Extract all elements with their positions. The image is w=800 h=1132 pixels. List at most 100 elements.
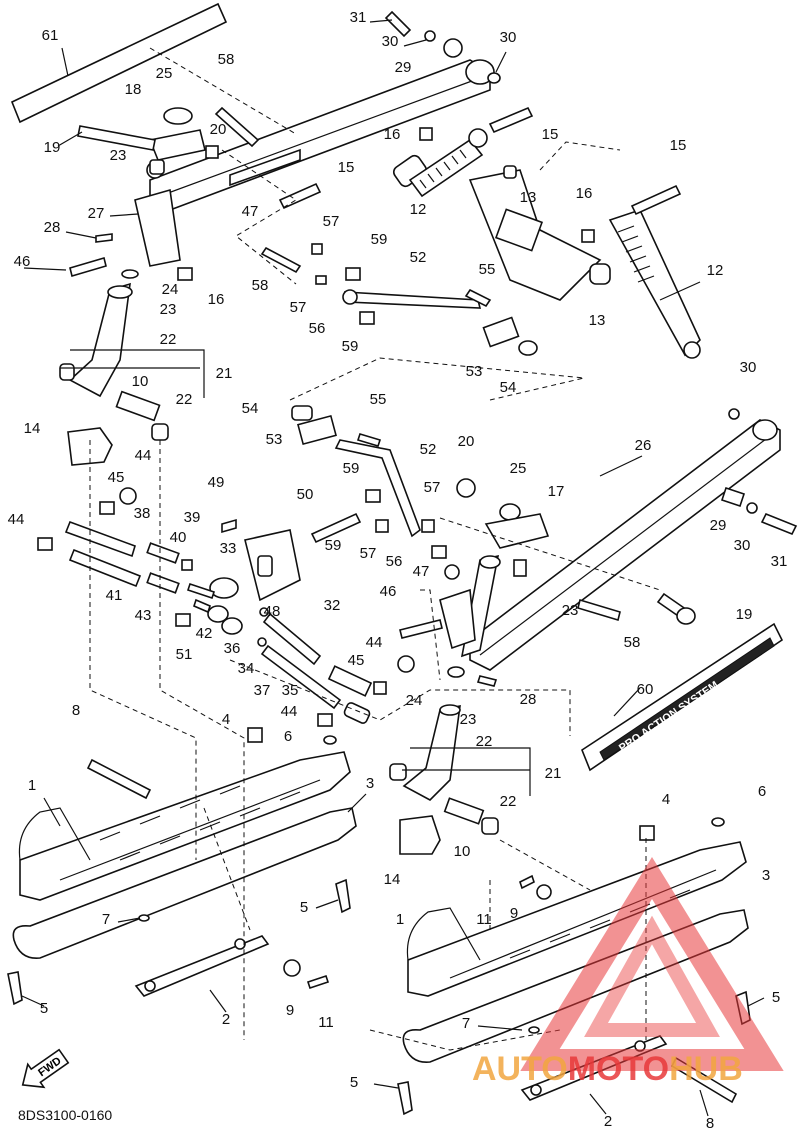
callout-50: 50 <box>297 486 314 503</box>
callout-6: 6 <box>758 783 766 800</box>
callout-58: 58 <box>624 634 641 651</box>
callout-23: 23 <box>160 301 177 318</box>
spindle-21-upper <box>59 282 169 441</box>
callout-52: 52 <box>410 249 427 266</box>
callout-18: 18 <box>125 81 142 98</box>
callout-7: 7 <box>102 911 110 928</box>
callout-3: 3 <box>762 867 770 884</box>
callout-14: 14 <box>384 871 401 888</box>
callout-20: 20 <box>210 121 227 138</box>
callout-53: 53 <box>466 363 483 380</box>
callout-16: 16 <box>384 126 401 143</box>
callout-57: 57 <box>323 213 340 230</box>
callout-42: 42 <box>196 625 213 642</box>
callout-30: 30 <box>382 33 399 50</box>
callout-58: 58 <box>218 51 235 68</box>
bracket-lines <box>60 349 531 796</box>
callout-15: 15 <box>670 137 687 154</box>
callout-4: 4 <box>662 791 670 808</box>
callout-8: 8 <box>72 702 80 719</box>
callout-61: 61 <box>42 27 59 44</box>
callout-35: 35 <box>282 682 299 699</box>
diagram-code: 8DS3100-0160 <box>18 1107 112 1123</box>
callout-22: 22 <box>160 331 177 348</box>
svg-text:AUTOMOTOHUB: AUTOMOTOHUB <box>472 1050 743 1088</box>
callout-54: 54 <box>500 379 517 396</box>
callout-51: 51 <box>176 646 193 663</box>
steering-arm-27 <box>134 129 206 267</box>
callout-43: 43 <box>135 607 152 624</box>
callout-1: 1 <box>396 911 404 928</box>
watermark-hub: HUB <box>669 1050 743 1088</box>
callout-55: 55 <box>479 261 496 278</box>
callout-39: 39 <box>184 509 201 526</box>
callout-54: 54 <box>242 400 259 417</box>
callout-11: 11 <box>318 1014 334 1031</box>
callout-13: 13 <box>589 312 606 329</box>
callout-53: 53 <box>266 431 283 448</box>
callout-17: 17 <box>548 483 565 500</box>
callout-23: 23 <box>460 711 477 728</box>
callout-30: 30 <box>500 29 517 46</box>
callout-15: 15 <box>338 159 355 176</box>
callout-40: 40 <box>170 529 187 546</box>
callout-5: 5 <box>350 1074 358 1091</box>
callout-22: 22 <box>476 733 493 750</box>
callout-23: 23 <box>562 602 579 619</box>
callout-44: 44 <box>8 511 25 528</box>
ski-3-left <box>12 807 357 959</box>
reference-lines <box>89 47 661 1051</box>
callout-21: 21 <box>216 365 233 382</box>
front-arm-upper <box>149 59 495 211</box>
callout-12: 12 <box>410 201 427 218</box>
shock-absorber-12-left <box>392 128 488 198</box>
callout-24: 24 <box>162 281 179 298</box>
callout-16: 16 <box>208 291 225 308</box>
callout-3: 3 <box>366 775 374 792</box>
callout-44: 44 <box>135 447 152 464</box>
callout-49: 49 <box>208 474 225 491</box>
callout-4: 4 <box>222 711 230 728</box>
callout-5: 5 <box>300 899 308 916</box>
decal-61 <box>10 2 228 124</box>
fwd-arrow: FWD <box>21 1048 70 1089</box>
callout-6: 6 <box>284 728 292 745</box>
callout-10: 10 <box>454 843 471 860</box>
callout-22: 22 <box>500 793 517 810</box>
callout-31: 31 <box>771 553 788 570</box>
callout-1: 1 <box>28 777 36 794</box>
callout-2: 2 <box>604 1113 612 1130</box>
callout-59: 59 <box>343 460 360 477</box>
shock-absorber-12-right <box>608 209 701 359</box>
callout-32: 32 <box>324 597 341 614</box>
callout-2: 2 <box>222 1011 230 1028</box>
callout-52: 52 <box>420 441 437 458</box>
callout-38: 38 <box>134 505 151 522</box>
callout-46: 46 <box>14 253 31 270</box>
callout-57: 57 <box>290 299 307 316</box>
callout-59: 59 <box>371 231 388 248</box>
callout-15: 15 <box>542 126 559 143</box>
callout-10: 10 <box>132 373 149 390</box>
callout-21: 21 <box>545 765 562 782</box>
spindle-21-lower <box>389 704 499 855</box>
callout-58: 58 <box>252 277 269 294</box>
callout-22: 22 <box>176 391 193 408</box>
callout-14: 14 <box>24 420 41 437</box>
leader-lines <box>21 19 765 1117</box>
callout-57: 57 <box>424 479 441 496</box>
tie-rod-52-upper <box>342 289 538 356</box>
rear-arm-bracket <box>468 169 602 301</box>
callout-34: 34 <box>238 660 255 677</box>
callout-28: 28 <box>520 691 537 708</box>
ski-hardware-left <box>7 758 351 1006</box>
callout-11: 11 <box>476 911 492 928</box>
callout-37: 37 <box>254 682 271 699</box>
callout-19: 19 <box>736 606 753 623</box>
watermark: AUTOMOTOHUB <box>472 857 784 1088</box>
watermark-auto: AUTO <box>472 1050 568 1088</box>
callout-44: 44 <box>366 634 383 651</box>
callout-60: 60 <box>637 681 654 698</box>
